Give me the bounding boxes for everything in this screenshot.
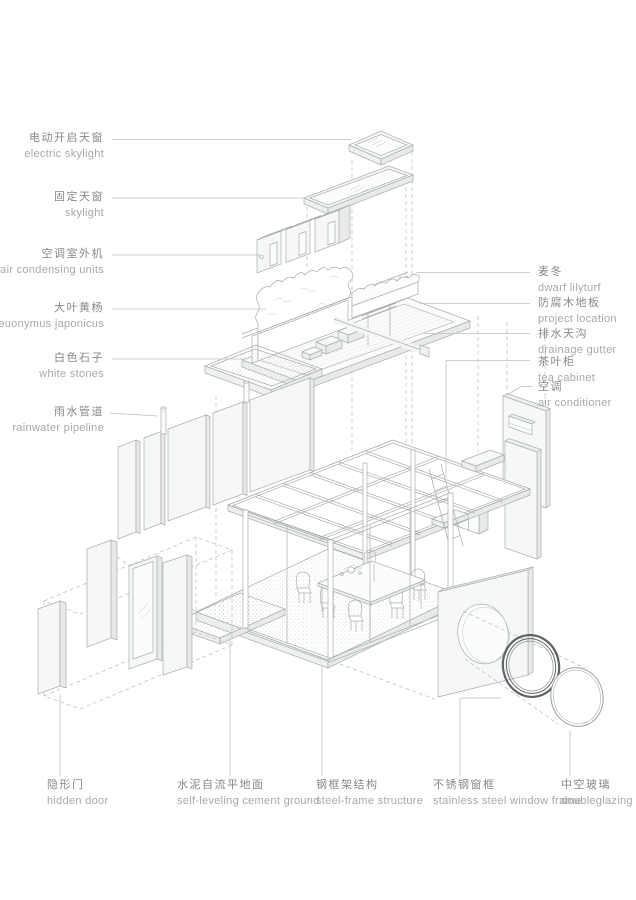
label-dwarf-lilyturf: 麦冬 dwarf lilyturf bbox=[538, 265, 601, 296]
label-en: white stones bbox=[39, 368, 104, 380]
label-zh: 白色石子 bbox=[54, 352, 104, 364]
label-zh: 雨水管道 bbox=[54, 406, 104, 418]
label-en: drainage gutter bbox=[538, 344, 617, 356]
double-glazing-disc bbox=[550, 667, 604, 727]
label-zh: 固定天窗 bbox=[54, 191, 104, 203]
round-opening bbox=[457, 603, 510, 665]
label-zh: 电动开启天窗 bbox=[29, 132, 104, 144]
label-air-conditioner: 空调 air conditioner bbox=[538, 380, 612, 411]
electric-skylight-box bbox=[348, 130, 414, 166]
label-electric-skylight: 电动开启天窗 electric skylight bbox=[24, 131, 104, 162]
label-zh: 中空玻璃 bbox=[561, 779, 611, 791]
round-window-group bbox=[437, 566, 604, 727]
label-rainwater-pipeline: 雨水管道 rainwater pipeline bbox=[12, 405, 104, 436]
tea-room-interior bbox=[242, 449, 464, 663]
label-steel-frame: 钢框架结构 steel-frame structure bbox=[316, 778, 423, 809]
rainwater-pipe bbox=[160, 380, 250, 435]
wall-panels-drawing bbox=[117, 377, 315, 540]
label-zh: 空调 bbox=[538, 381, 563, 393]
label-tea-cabinet: 茶叶柜 tea cabinet bbox=[538, 355, 595, 386]
cement-ground-slab bbox=[174, 547, 463, 669]
label-en: stainless steel window frame bbox=[433, 795, 582, 807]
teapot bbox=[340, 564, 363, 576]
label-zh: 不锈钢窗框 bbox=[433, 779, 496, 791]
label-en: self-leveling cement ground bbox=[177, 795, 320, 807]
label-cement-ground: 水泥自流平地面 self-leveling cement ground bbox=[177, 778, 320, 809]
label-air-condensing-units: 空调室外机 air condensing units bbox=[0, 247, 104, 278]
label-en: dwarf lilyturf bbox=[538, 282, 601, 294]
hedge-euonymus-drawing bbox=[251, 266, 354, 364]
label-en: air condensing units bbox=[0, 264, 104, 276]
label-zh: 大叶黄杨 bbox=[54, 302, 104, 314]
label-en: project location bbox=[538, 313, 617, 325]
label-window-frame: 不锈钢窗框 stainless steel window frame bbox=[433, 778, 581, 809]
label-drainage-gutter: 排水天沟 drainage gutter bbox=[538, 327, 617, 358]
label-en: hidden door bbox=[47, 795, 109, 807]
steel-window-frame-ring bbox=[501, 634, 561, 698]
label-en: air conditioner bbox=[538, 397, 612, 409]
label-en: doubleglazing bbox=[561, 795, 633, 807]
label-en: steel-frame structure bbox=[316, 795, 424, 807]
hidden-door-dashed-envelope bbox=[43, 536, 233, 710]
label-wood-floor: 防腐木地板 project location bbox=[538, 296, 617, 327]
label-zh: 隐形门 bbox=[47, 779, 85, 791]
label-zh: 水泥自流平地面 bbox=[177, 779, 265, 791]
label-en: skylight bbox=[64, 207, 104, 219]
label-zh: 排水天沟 bbox=[538, 328, 588, 340]
label-zh: 茶叶柜 bbox=[538, 356, 576, 368]
glass-room-frame bbox=[242, 492, 454, 663]
leader-lines bbox=[59, 139, 571, 776]
label-zh: 防腐木地板 bbox=[538, 297, 601, 309]
hidden-door-group bbox=[37, 536, 233, 710]
fixed-skylight-panel bbox=[303, 165, 414, 215]
label-white-stones: 白色石子 white stones bbox=[39, 351, 104, 382]
glazed-door bbox=[128, 555, 163, 670]
air-condensing-units-drawing bbox=[256, 204, 351, 274]
label-zh: 麦冬 bbox=[538, 266, 563, 278]
label-en: euonymus japonicus bbox=[0, 318, 104, 330]
label-skylight: 固定天窗 skylight bbox=[54, 190, 104, 221]
roof-deck-assembly bbox=[204, 266, 472, 398]
drainage-gutter-drawing bbox=[333, 316, 430, 358]
label-hidden-door: 隐形门 hidden door bbox=[47, 778, 108, 809]
air-conditioner-unit bbox=[508, 413, 536, 436]
label-zh: 空调室外机 bbox=[41, 248, 104, 260]
label-en: tea cabinet bbox=[538, 372, 596, 384]
label-en: rainwater pipeline bbox=[12, 422, 104, 434]
dwarf-lilyturf-drawing bbox=[351, 274, 420, 319]
label-euonymus-japonicus: 大叶黄杨 euonymus japonicus bbox=[0, 301, 104, 332]
label-zh: 钢框架结构 bbox=[316, 779, 379, 791]
label-en: electric skylight bbox=[24, 148, 104, 160]
label-double-glazing: 中空玻璃 doubleglazing bbox=[561, 778, 633, 809]
